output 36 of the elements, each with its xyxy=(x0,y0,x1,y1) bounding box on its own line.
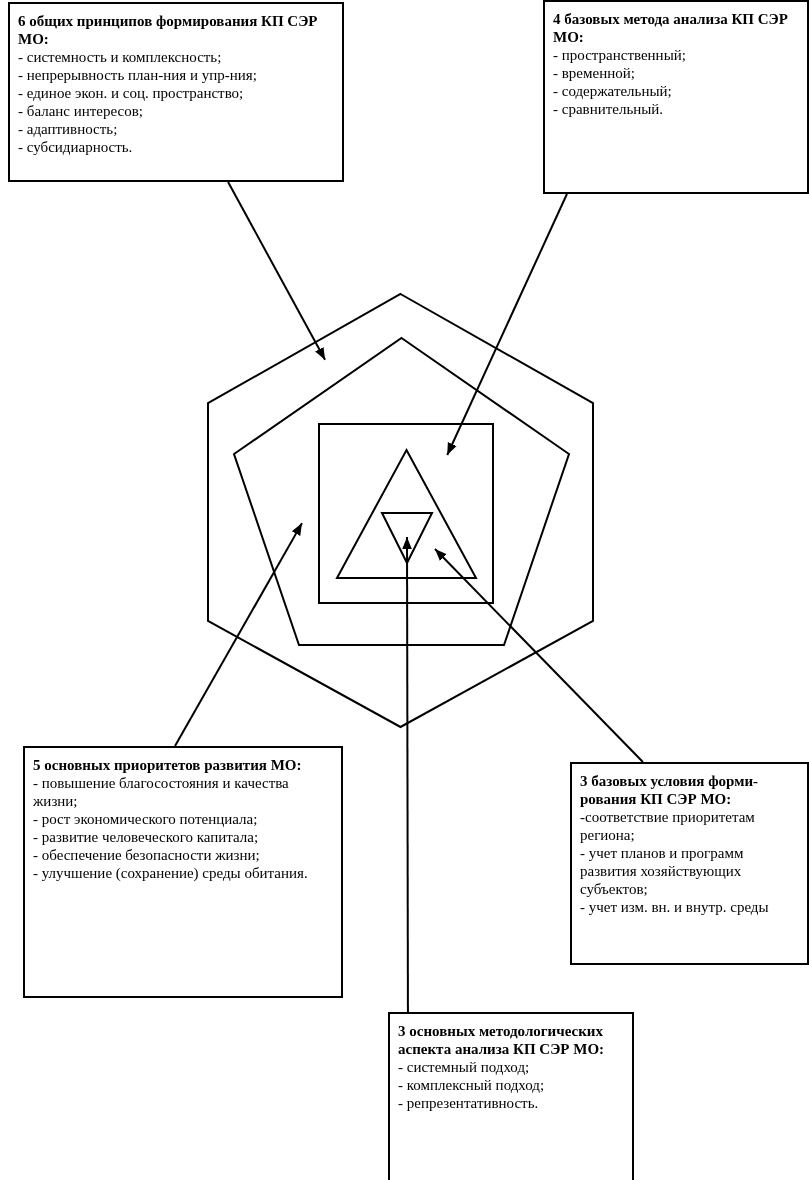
box-heading: 5 основных приоритетов развития МО: xyxy=(33,756,303,774)
list-item: - учет изм. вн. и внутр. среды xyxy=(580,898,770,916)
list-item: - адаптивность; xyxy=(18,120,119,138)
list-item: - сравнительный. xyxy=(553,100,665,118)
list-item: - непрерывность план-ния и упр-ния; xyxy=(18,66,258,84)
list-item: - баланс интересов; xyxy=(18,102,144,120)
list-item: -соответствие приоритетам региона; xyxy=(580,808,756,844)
list-item: - рост экономического потенциала; xyxy=(33,810,259,828)
arrow xyxy=(446,193,568,456)
list-item: - комплексный подход; xyxy=(398,1076,546,1094)
list-item: - системный подход; xyxy=(398,1058,531,1076)
box-heading: 3 базовых условия форми- рования КП СЭР МО: xyxy=(580,772,760,808)
triangle-shape xyxy=(382,513,432,563)
box-heading: 3 основных методологических аспекта анализа КП СЭР МО: xyxy=(398,1022,606,1058)
list-item: - временной; xyxy=(553,64,636,82)
list-item: - развитие человеческого капитала; xyxy=(33,828,260,846)
list-item: - единое экон. и соц. пространство; xyxy=(18,84,245,102)
list-item: - системность и комплексность; xyxy=(18,48,223,66)
list-item: - репрезентативность. xyxy=(398,1094,540,1112)
arrow xyxy=(227,181,327,361)
arrow xyxy=(402,536,412,1013)
list-item: - повышение благосостояния и качества жизни; xyxy=(33,774,290,810)
list-item: - улучшение (сохранение) среды обитания. xyxy=(33,864,309,882)
list-item: - пространственный; xyxy=(553,46,687,64)
list-item: - учет планов и программ развития хозяйствующих субъектов; xyxy=(580,844,745,898)
list-item: - обеспечение безопасности жизни; xyxy=(33,846,261,864)
triangle-shape xyxy=(337,450,476,578)
square-shape xyxy=(319,424,493,603)
arrow xyxy=(434,547,644,763)
list-item: - субсидиарность. xyxy=(18,138,134,156)
box-heading: 6 общих принципов формирования КП СЭР МО: xyxy=(18,12,319,48)
list-item: - содержательный; xyxy=(553,82,673,100)
hexagon-shape xyxy=(208,294,593,727)
arrow xyxy=(174,522,303,747)
box-heading: 4 базовых метода анализа КП СЭР МО: xyxy=(553,10,789,46)
pentagon-shape xyxy=(234,338,569,645)
